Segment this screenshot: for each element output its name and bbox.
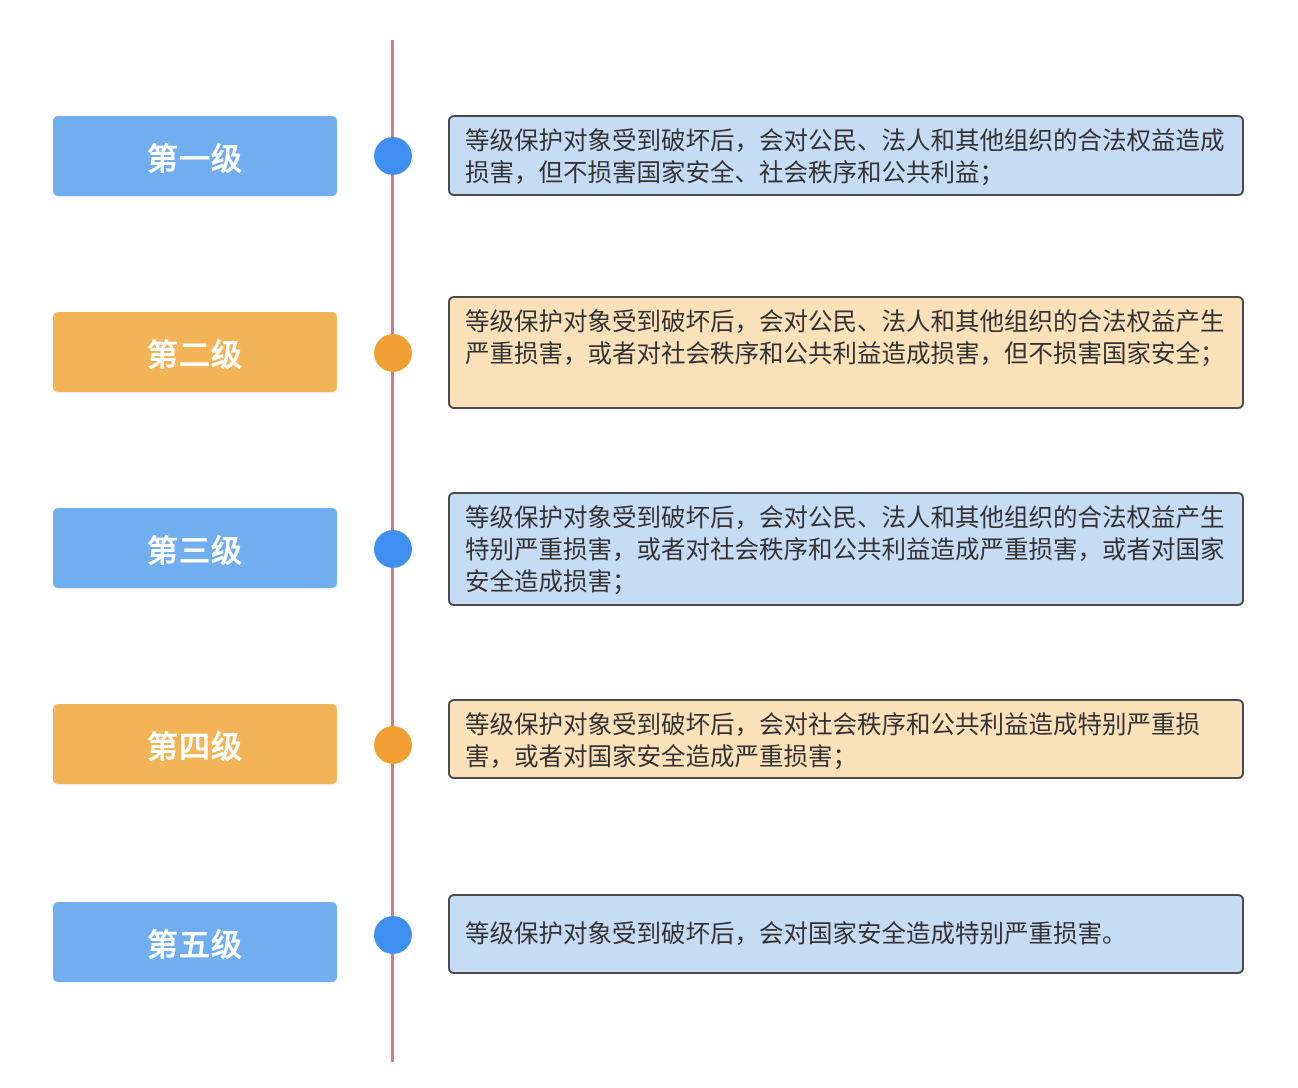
level-3-dot (374, 530, 412, 568)
level-4-description: 等级保护对象受到破坏后，会对社会秩序和公共利益造成特别严重损害，或者对国家安全造… (448, 699, 1244, 779)
level-5-badge: 第五级 (53, 902, 337, 982)
level-1-dot (374, 137, 412, 175)
level-4-badge: 第四级 (53, 704, 337, 784)
level-1-badge: 第一级 (53, 116, 337, 196)
level-1-description: 等级保护对象受到破坏后，会对公民、法人和其他组织的合法权益造成损害，但不损害国家… (448, 115, 1244, 196)
level-5-description: 等级保护对象受到破坏后，会对国家安全造成特别严重损害。 (448, 894, 1244, 974)
level-3-description: 等级保护对象受到破坏后，会对公民、法人和其他组织的合法权益产生特别严重损害，或者… (448, 492, 1244, 606)
level-2-badge: 第二级 (53, 312, 337, 392)
level-2-dot (374, 334, 412, 372)
level-3-badge: 第三级 (53, 508, 337, 588)
level-5-dot (374, 916, 412, 954)
level-4-dot (374, 726, 412, 764)
level-2-description: 等级保护对象受到破坏后，会对公民、法人和其他组织的合法权益产生严重损害，或者对社… (448, 296, 1244, 409)
